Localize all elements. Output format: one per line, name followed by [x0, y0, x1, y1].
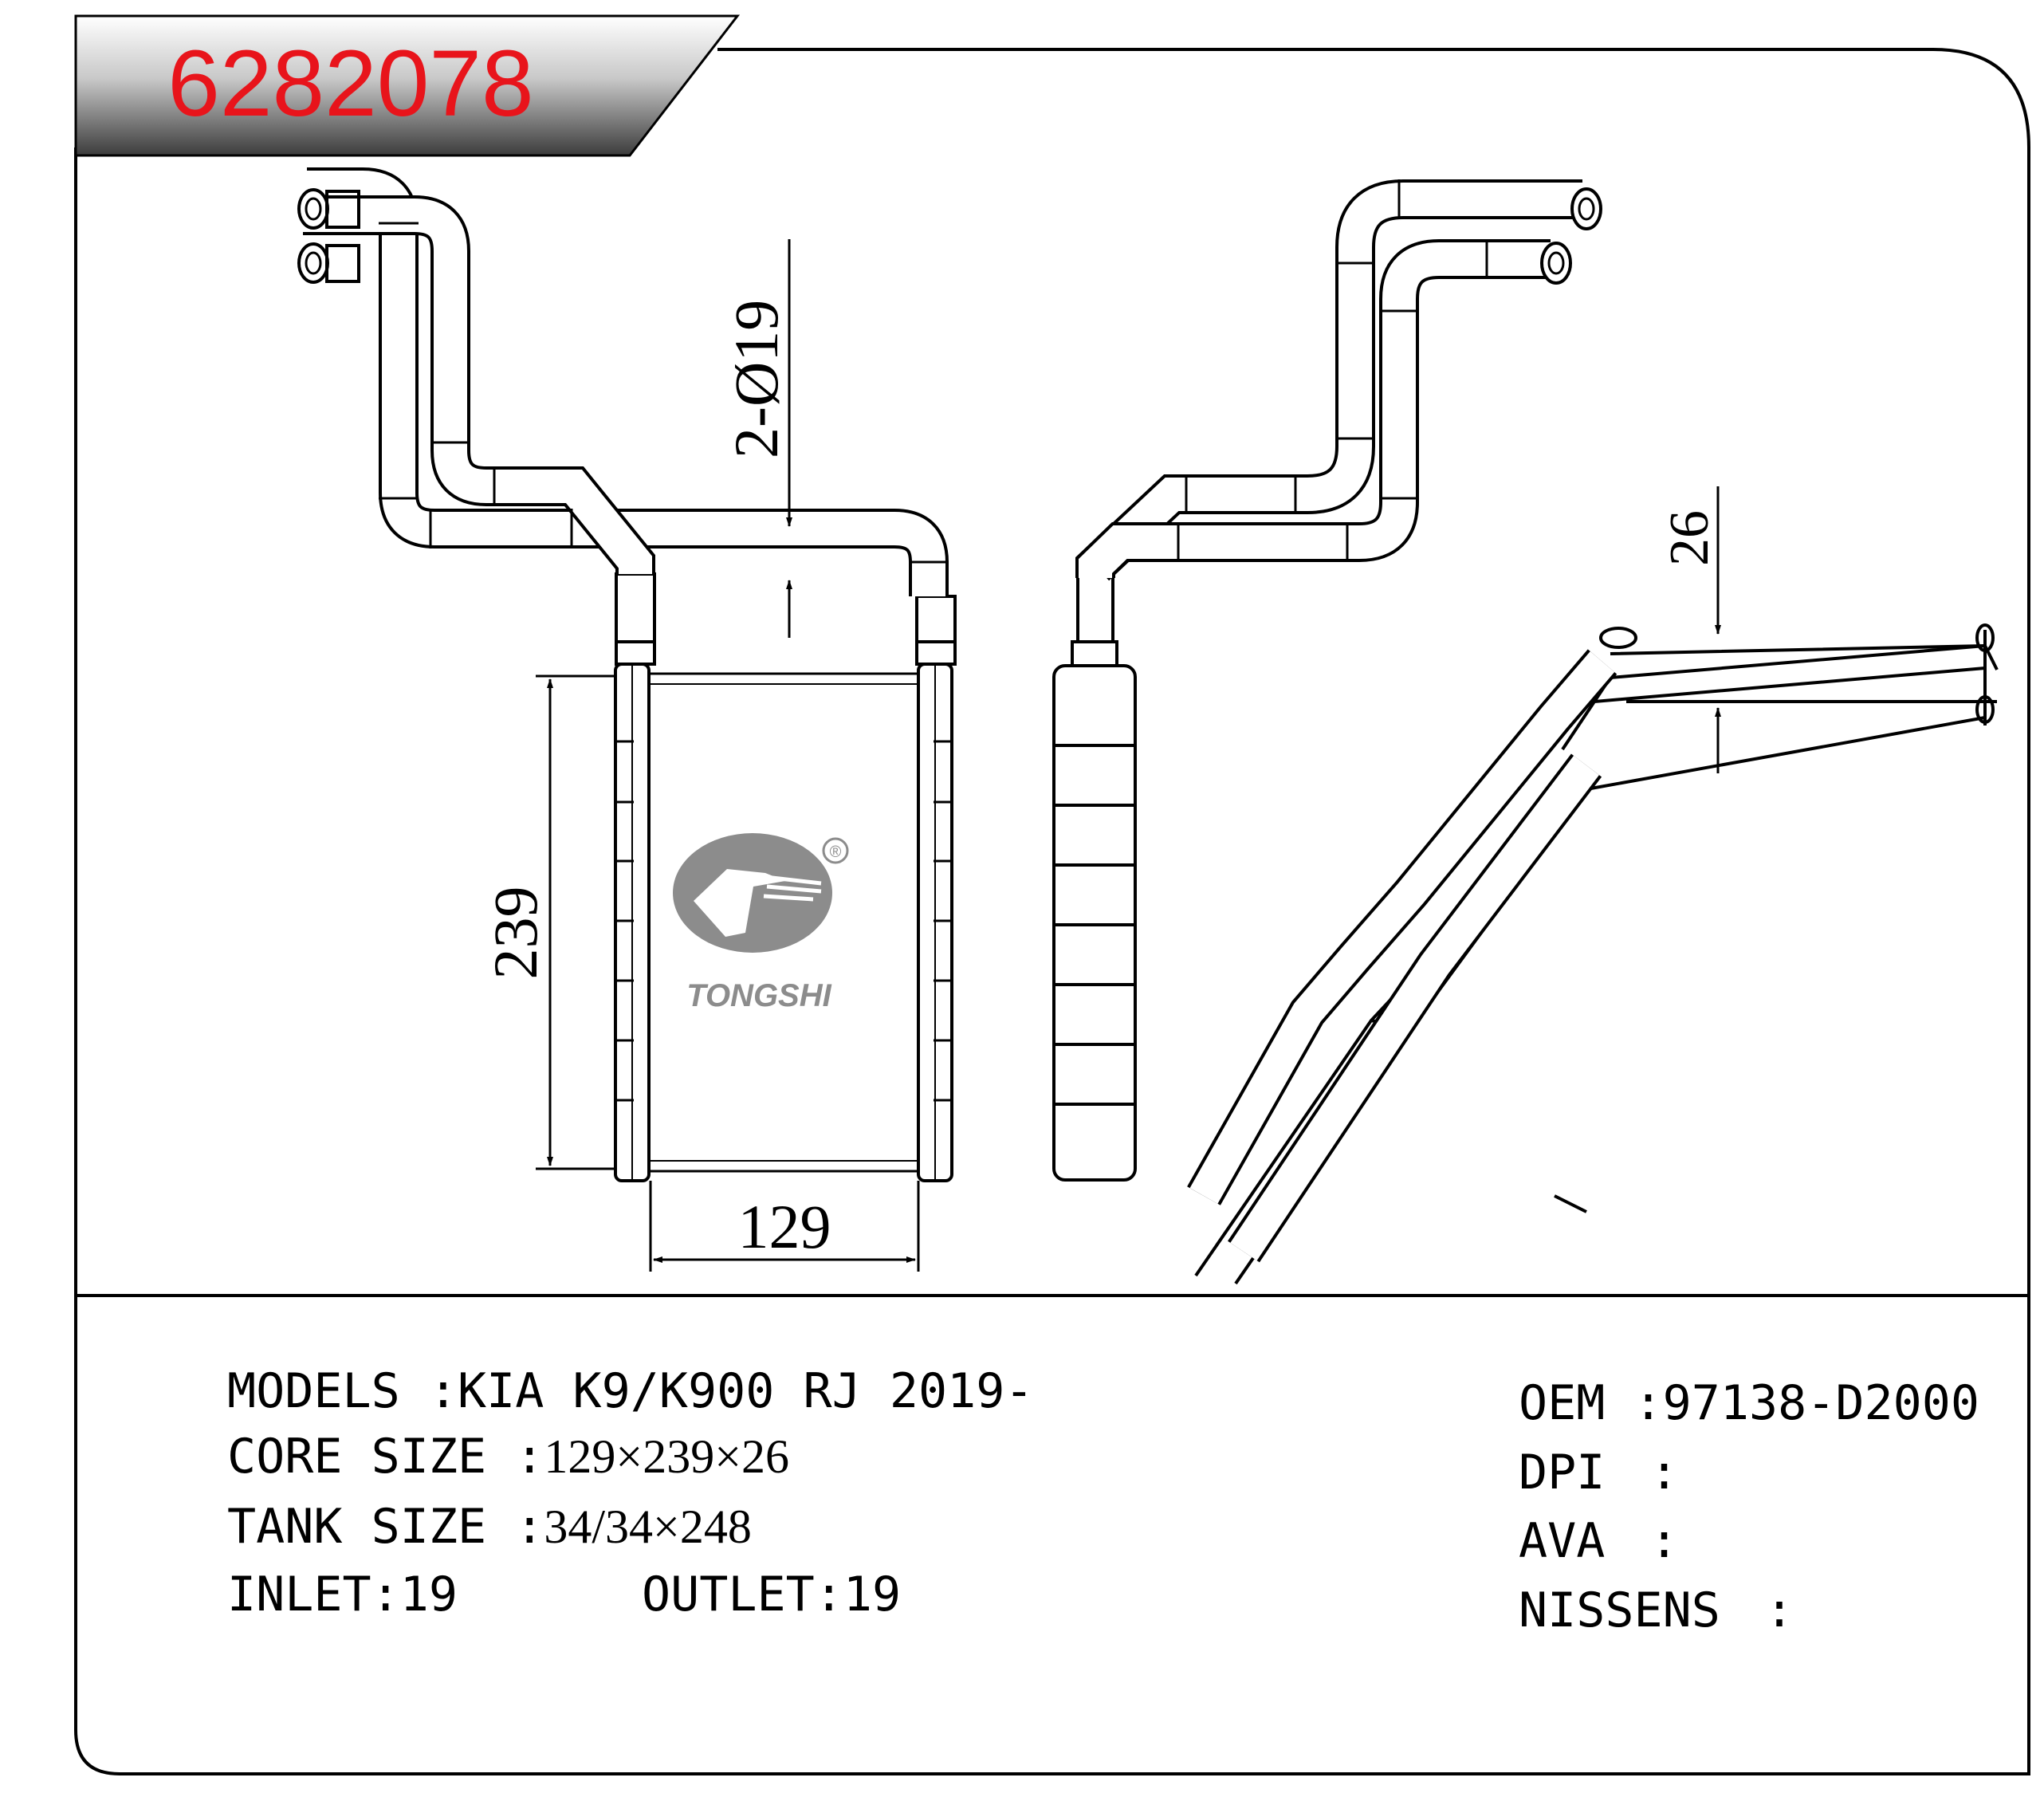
registered-mark: ®: [830, 843, 842, 861]
tongshi-logo: [673, 833, 849, 953]
spec-tank-size: TANK SIZE :34/34×248: [227, 1499, 752, 1555]
spec-core-size: CORE SIZE :129×239×26: [227, 1429, 789, 1484]
brand-name: TONGSHI: [686, 978, 831, 1013]
heater-core-angled-view: [1187, 623, 1999, 1285]
spec-inlet-label: INLET: [227, 1567, 371, 1622]
spec-tank-size-label: TANK SIZE: [227, 1499, 486, 1555]
spec-dpi-label: DPI: [1519, 1445, 1605, 1500]
spec-oem-label: OEM: [1519, 1375, 1605, 1431]
spec-inlet-value: 19: [400, 1567, 458, 1622]
spec-models-value: KIA K9/K900 RJ 2019-: [458, 1363, 1033, 1419]
spec-outlet-value: 19: [843, 1567, 901, 1622]
dimension-core-width-label: 129: [738, 1192, 831, 1261]
spec-ava: AVA :: [1519, 1513, 1679, 1569]
part-number-banner: [74, 14, 741, 157]
heater-core-side-view: [1052, 179, 1602, 1182]
spec-outlet: OUTLET:19: [642, 1567, 901, 1622]
spec-inlet: INLET:19: [227, 1567, 458, 1622]
dimension-core-height-label: 239: [481, 887, 550, 980]
spec-tank-size-value: 34/34×248: [544, 1500, 752, 1553]
sheet-border: [74, 48, 2030, 1775]
spec-core-size-label: CORE SIZE: [227, 1429, 486, 1484]
spec-models: MODELS :KIA K9/K900 RJ 2019-: [227, 1363, 1033, 1419]
spec-dpi: DPI :: [1519, 1445, 1679, 1500]
spec-oem: OEM :97138-D2000: [1519, 1375, 1979, 1431]
spec-nissens-label: NISSENS: [1519, 1583, 1720, 1638]
spec-left: MODELS :KIA K9/K900 RJ 2019- CORE SIZE :…: [227, 1363, 1033, 1622]
spec-oem-value: 97138-D2000: [1663, 1375, 1979, 1431]
dimension-core-width: [649, 1181, 920, 1272]
spec-models-label: MODELS: [227, 1363, 400, 1419]
dimension-core-depth-label: 26: [1659, 510, 1720, 566]
spec-outlet-label: OUTLET: [642, 1567, 815, 1622]
dimension-outlet-diameter-label: 2-Ø19: [721, 300, 791, 458]
spec-ava-label: AVA: [1519, 1513, 1605, 1569]
heater-core-front-view: [297, 167, 957, 1182]
spec-right: OEM :97138-D2000 DPI : AVA : NISSENS :: [1519, 1375, 1979, 1638]
spec-core-size-value: 129×239×26: [544, 1430, 789, 1483]
part-number: 6282078: [167, 31, 533, 136]
spec-nissens: NISSENS :: [1519, 1583, 1794, 1638]
dimension-core-height: [536, 674, 615, 1170]
